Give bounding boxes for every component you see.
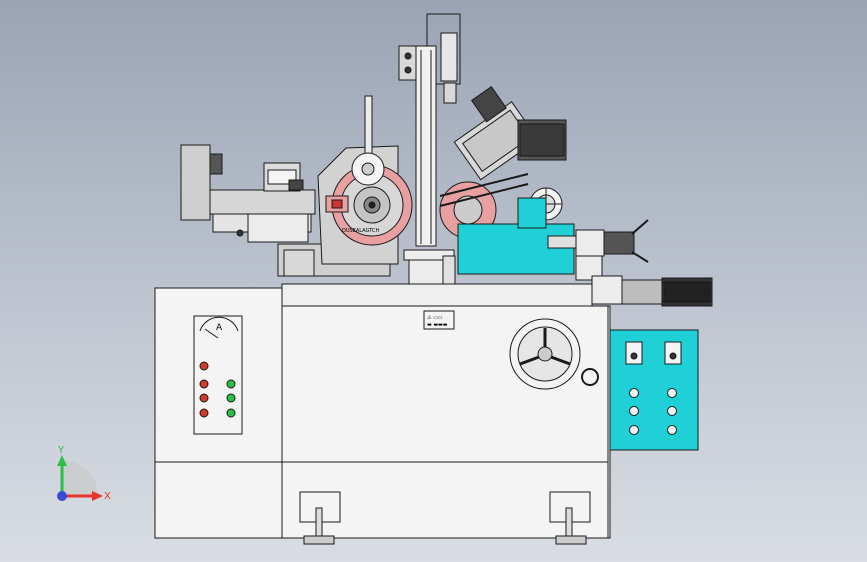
brand-label: DUSEALAGTCH — [342, 228, 379, 234]
warning-label-line2: ▬ ▬▬▬ — [427, 322, 448, 328]
handwheel-icon[interactable] — [509, 318, 581, 390]
warning-label-line1: ⚠ ▭▭ — [427, 315, 443, 321]
machine-base: ⚠ ▭▭ ▬ ▬▬▬ — [281, 283, 611, 545]
push-button[interactable] — [667, 406, 677, 416]
axis-triad: Y X — [57, 445, 111, 502]
push-button[interactable] — [667, 425, 677, 435]
indicator-lamp — [226, 408, 236, 418]
ammeter-gauge: A — [199, 316, 239, 339]
cyan-workhead — [457, 197, 649, 281]
z-axis-origin — [57, 491, 67, 501]
control-box-right — [609, 329, 699, 451]
leveling-foot-left — [299, 491, 341, 545]
switch-knob-icon — [669, 352, 677, 360]
push-button[interactable] — [667, 388, 677, 398]
leveling-foot-right — [549, 491, 591, 545]
x-axis-label: X — [104, 491, 111, 502]
indicator-lamp — [226, 379, 236, 389]
angled-head — [439, 86, 567, 239]
switch-knob-icon — [630, 352, 638, 360]
push-button[interactable] — [629, 425, 639, 435]
electrical-cabinet: A — [154, 287, 283, 539]
knob-icon[interactable] — [581, 368, 599, 386]
vertical-slide — [398, 13, 461, 301]
right-panel-controls — [625, 341, 682, 435]
push-button[interactable] — [629, 388, 639, 398]
indicator-lamp — [199, 408, 209, 418]
ammeter-label: A — [216, 323, 223, 333]
indicator-lamp — [199, 379, 209, 389]
left-motor-unit — [180, 144, 316, 243]
indicator-lamp — [199, 393, 209, 403]
grinding-head: DUSEALAGTCH — [277, 95, 413, 277]
push-button[interactable] — [629, 406, 639, 416]
indicator-lamp — [226, 393, 236, 403]
indicator-lamps — [199, 361, 236, 418]
y-axis-label: Y — [57, 445, 65, 456]
indicator-lamp — [199, 361, 209, 371]
right-motor — [591, 275, 713, 307]
